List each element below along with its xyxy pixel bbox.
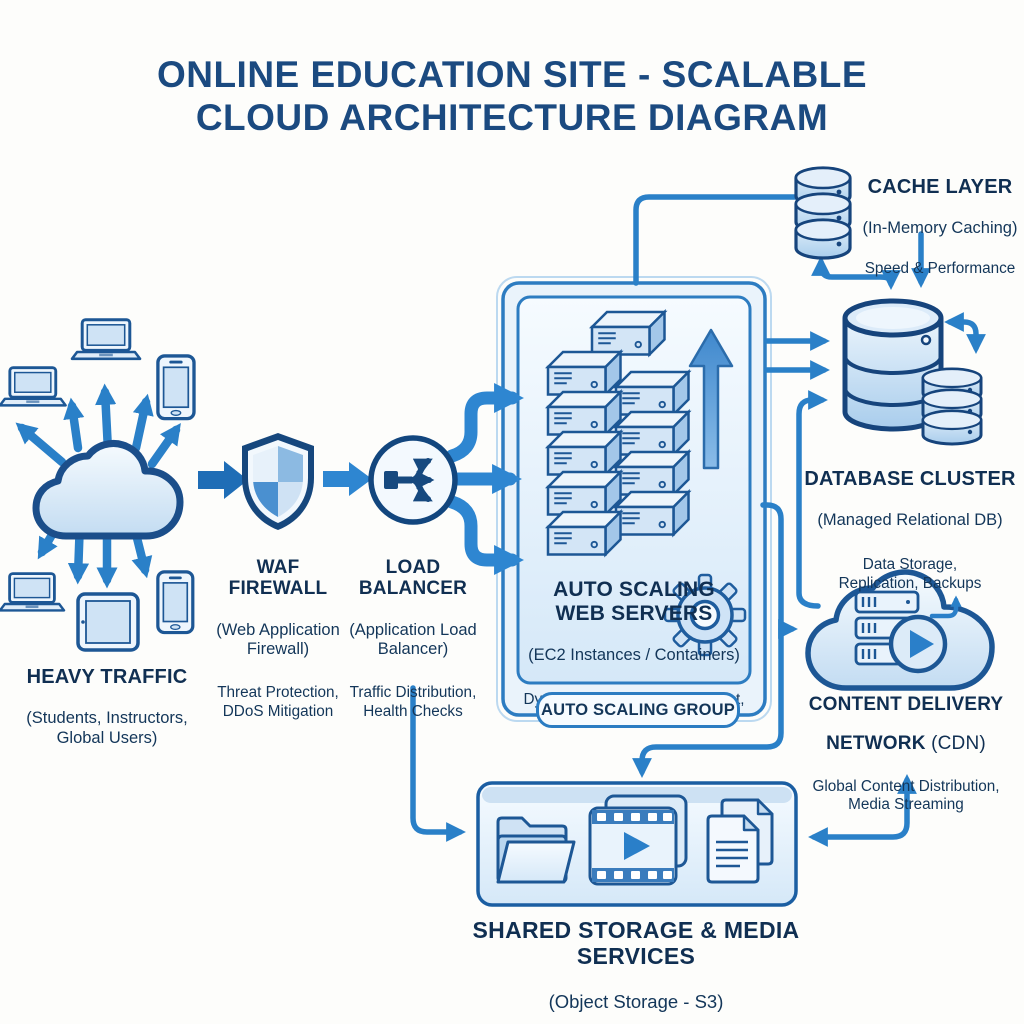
- connector-asg-cache: [633, 194, 799, 286]
- smartphone-icon: [156, 354, 196, 421]
- tablet-icon: [76, 592, 140, 652]
- database-details: Data Storage, Replication, Backups: [838, 555, 982, 592]
- smartphone-icon: [156, 570, 195, 635]
- waf-label: WAF FIREWALL (Web Application Firewall) …: [194, 539, 362, 740]
- database-subtitle: (Managed Relational DB): [817, 511, 1003, 530]
- storage-title: SHARED STORAGE & MEDIA SERVICES: [472, 917, 800, 969]
- cache-title: CACHE LAYER: [867, 176, 1013, 198]
- flow-arrow-waf-lb: [323, 462, 372, 496]
- cache-label: CACHE LAYER (In-Memory Caching) Speed & …: [856, 158, 1024, 297]
- load-balancer-label: LOAD BALANCER (Application Load Balancer…: [330, 539, 496, 740]
- filmstrip-icon: [588, 794, 688, 886]
- heavy-traffic-label: HEAVY TRAFFIC (Students, Instructors, Gl…: [0, 648, 214, 766]
- scale-up-arrow-icon: [688, 328, 734, 470]
- connector-asg-storage: [632, 502, 784, 778]
- db-sync-arrows-icon: [944, 312, 986, 354]
- waf-title: WAF FIREWALL: [228, 557, 328, 600]
- load-balancer-subtitle: (Application Load Balancer): [349, 620, 477, 658]
- play-icon: [888, 614, 948, 674]
- heavy-traffic-title: HEAVY TRAFFIC: [26, 666, 188, 688]
- cdn-title-line1: CONTENT DELIVERY: [808, 694, 1004, 715]
- flow-arrow-cloud-waf: [198, 461, 248, 499]
- waf-subtitle: (Web Application Firewall): [216, 620, 340, 658]
- cloud-traffic-icon: [32, 439, 184, 540]
- auto-scaling-subtitle: (EC2 Instances / Containers): [528, 646, 740, 665]
- database-title: DATABASE CLUSTER: [804, 468, 1016, 490]
- load-balancer-details: Traffic Distribution, Health Checks: [349, 684, 477, 721]
- db-cylinder-icon: [842, 298, 944, 432]
- database-label: DATABASE CLUSTER (Managed Relational DB)…: [802, 450, 1018, 612]
- db-replica-icon: [921, 367, 983, 446]
- connectors: [410, 194, 931, 847]
- waf-details: Threat Protection, DDoS Mitigation: [217, 684, 339, 721]
- connector-cdn-storage: [808, 774, 917, 847]
- laptop-icon: [0, 366, 68, 407]
- connector-lb-storage: [410, 685, 466, 842]
- cdn-label: CONTENT DELIVERY NETWORK (CDN) Global Co…: [794, 676, 1018, 833]
- load-balancer-icon: [368, 435, 458, 525]
- connector-cache-db-sync: [811, 256, 901, 290]
- cdn-details: Global Content Distribution, Media Strea…: [812, 777, 1000, 814]
- laptop-icon: [0, 572, 66, 612]
- laptop-icon: [70, 318, 142, 361]
- cdn-title-line2: NETWORK (CDN): [826, 733, 986, 755]
- connector-cdn-db: [796, 390, 828, 609]
- load-balancer-title: LOAD BALANCER: [358, 557, 468, 600]
- auto-scaling-title: AUTO SCALING WEB SERVERS: [553, 578, 715, 625]
- heavy-traffic-subtitle: (Students, Instructors, Global Users): [26, 709, 188, 747]
- page-title: ONLINE EDUCATION SITE - SCALABLE CLOUD A…: [156, 54, 868, 138]
- shield-firewall-icon: [242, 433, 314, 530]
- folder-icon: [496, 816, 576, 884]
- cdn-cloud-icon: [805, 569, 995, 691]
- documents-icon: [706, 798, 774, 884]
- gear-icon: [663, 573, 747, 657]
- cache-details: Speed & Performance: [864, 259, 1016, 277]
- lb-to-asg-arrows: [445, 383, 524, 575]
- storage-subtitle: (Object Storage - S3): [548, 990, 724, 1012]
- storage-label: SHARED STORAGE & MEDIA SERVICES (Object …: [412, 900, 860, 1024]
- transfer-arrow-icon: [929, 595, 962, 619]
- auto-scaling-group-pill: AUTO SCALING GROUP: [536, 692, 740, 728]
- cache-db-icon: [794, 166, 852, 260]
- cache-subtitle: (In-Memory Caching): [862, 219, 1018, 238]
